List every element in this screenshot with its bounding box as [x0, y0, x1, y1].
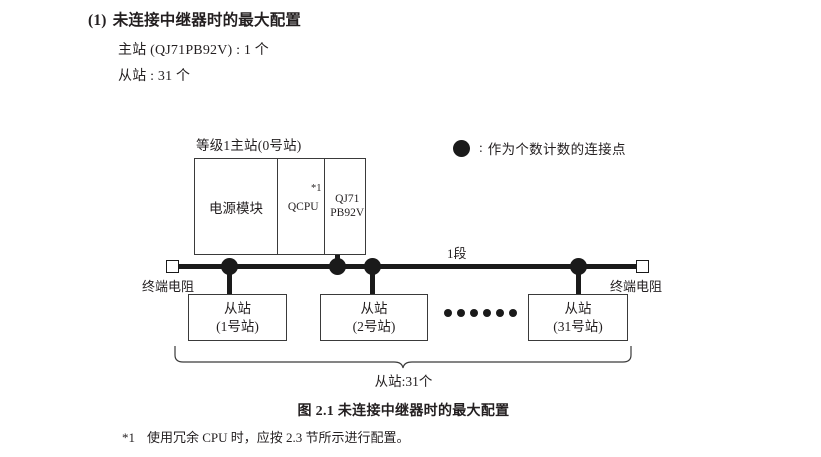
connection-point-dot	[364, 258, 381, 275]
connection-point-dot	[329, 258, 346, 275]
slave-count-brace-icon	[174, 346, 632, 369]
module-power-supply-label: 电源模块	[208, 200, 263, 216]
slave-station-box: 从站 (2号站)	[320, 294, 428, 341]
slave-drop-line	[227, 269, 232, 295]
slave-station-name: 从站	[564, 301, 592, 317]
connection-point-dot	[221, 258, 238, 275]
module-qcpu: QCPU *1	[278, 159, 326, 254]
spec-line-slave: 从站 : 31 个	[118, 69, 191, 84]
master-station-rack: 电源模块 QCPU *1 QJ71 PB92V	[194, 158, 366, 255]
slave-station-name: 从站	[360, 301, 388, 317]
ellipsis-dots-icon	[444, 309, 517, 317]
terminating-resistor-right-label: 终端电阻	[610, 279, 663, 294]
terminating-resistor-left-icon	[166, 260, 179, 273]
module-power-supply: 电源模块	[195, 159, 278, 254]
segment-label: 1段	[447, 246, 467, 261]
spec-line-master: 主站 (QJ71PB92V) : 1 个	[118, 43, 270, 58]
slave-station-box: 从站 (1号站)	[188, 294, 287, 341]
slave-station-number: (31号站)	[553, 318, 603, 334]
slave-station-name: 从站	[224, 301, 251, 317]
slave-count-label: 从站:31个	[374, 374, 433, 389]
connection-point-dot	[570, 258, 587, 275]
module-qcpu-footnote-marker: *1	[310, 183, 322, 194]
bus-line	[176, 264, 642, 269]
module-qj71pb92v-label-line2: PB92V	[330, 206, 365, 219]
filled-circle-icon	[453, 139, 470, 157]
section-number: (1)	[88, 12, 107, 29]
footnote-text: 使用冗余 CPU 时，应按 2.3 节所示进行配置。	[147, 430, 410, 445]
section-heading: (1) 未连接中继器时的最大配置	[88, 8, 301, 30]
legend-label: 作为个数计数的连接点	[487, 142, 626, 157]
footnote-marker: *1	[122, 430, 135, 445]
module-qj71pb92v: QJ71 PB92V	[325, 159, 365, 254]
slave-station-box: 从站 (31号站)	[528, 294, 628, 341]
terminating-resistor-left-label: 终端电阻	[142, 279, 195, 294]
master-station-title: 等级1主站(0号站)	[196, 138, 302, 153]
footnote: *1 使用冗余 CPU 时，应按 2.3 节所示进行配置。	[122, 427, 410, 446]
section-title: 未连接中继器时的最大配置	[112, 12, 302, 29]
slave-station-number: (2号站)	[352, 318, 396, 334]
module-qcpu-label: QCPU	[287, 200, 319, 213]
slave-drop-line	[370, 269, 375, 295]
module-qj71pb92v-label-line1: QJ71	[335, 192, 360, 205]
slave-drop-line	[576, 269, 581, 295]
legend-colon: :	[479, 140, 483, 155]
legend: : 作为个数计数的连接点	[453, 138, 626, 158]
terminating-resistor-right-icon	[636, 260, 649, 273]
figure-caption: 图 2.1 未连接中继器时的最大配置	[297, 404, 510, 419]
slave-station-number: (1号站)	[216, 318, 259, 334]
